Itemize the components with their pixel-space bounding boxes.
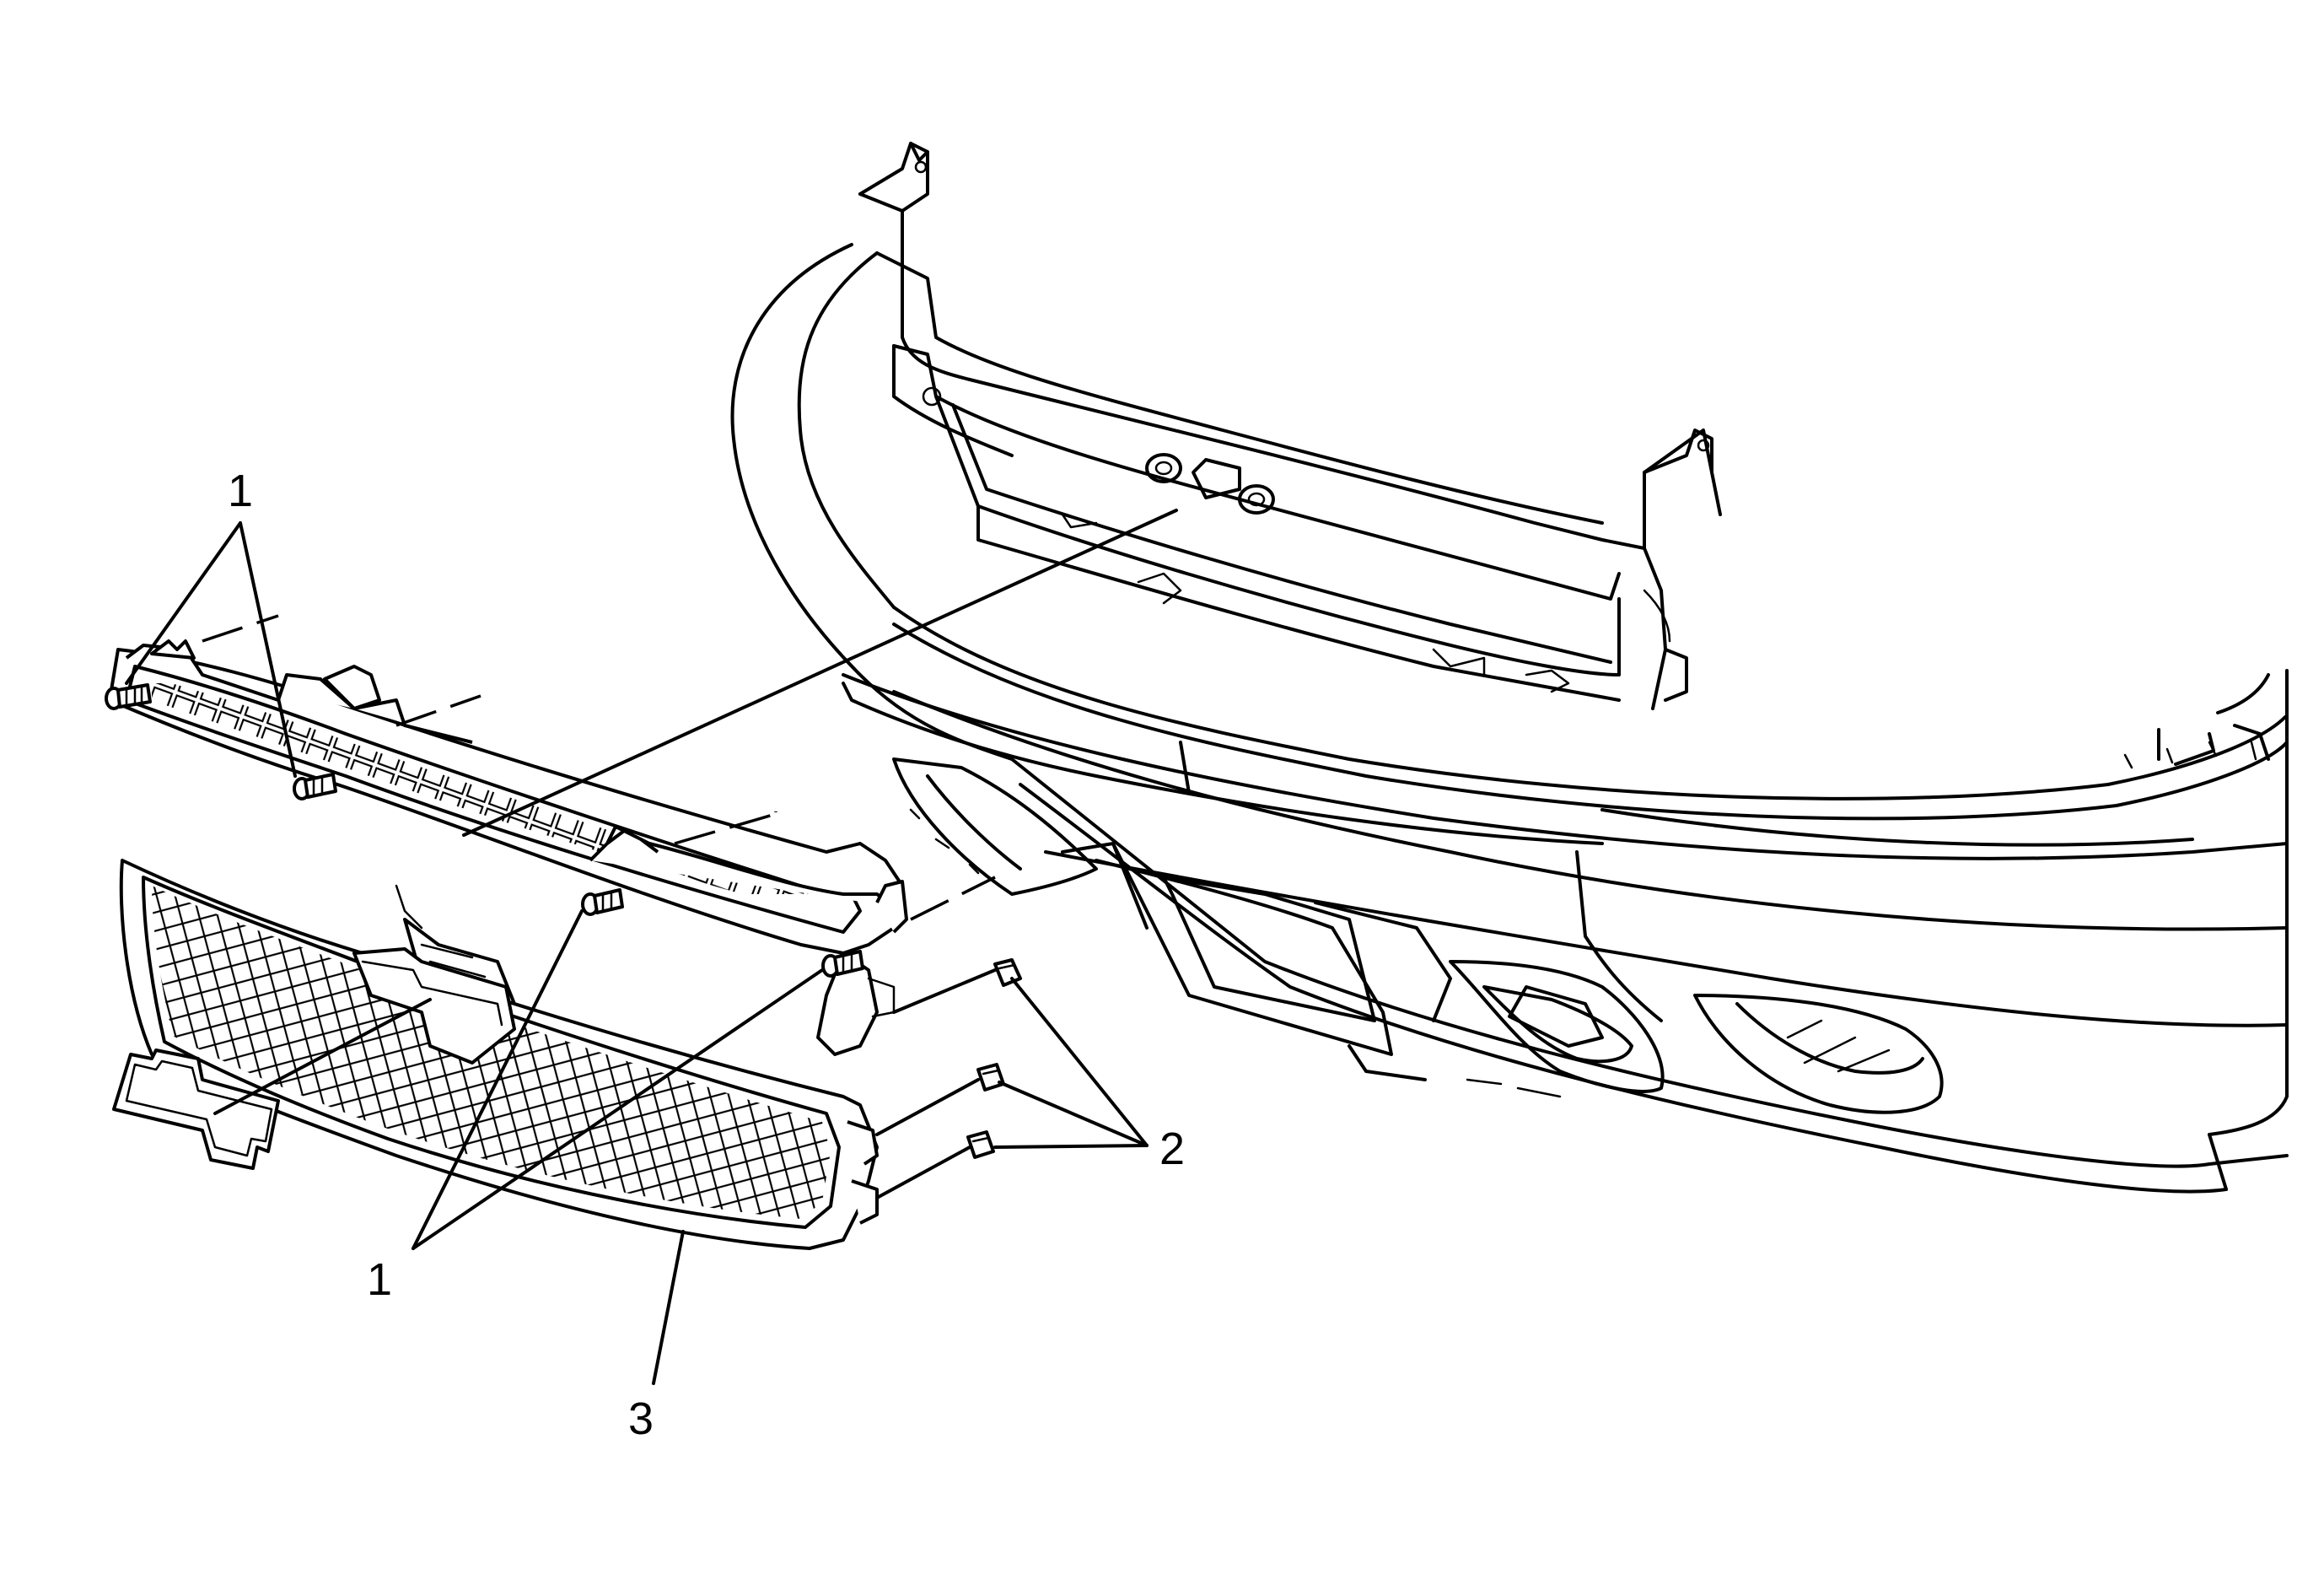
clip-nut bbox=[966, 1130, 995, 1159]
clip-nut bbox=[976, 1063, 1005, 1092]
front-bumper-fascia bbox=[730, 142, 2289, 1194]
fastener-screw bbox=[821, 950, 864, 978]
callout-label-fastener-bottom: 1 bbox=[367, 1254, 393, 1305]
alignment-lines bbox=[202, 614, 996, 921]
clip-nuts bbox=[966, 958, 1022, 1159]
clip-nut bbox=[993, 958, 1022, 987]
leader-lines bbox=[125, 509, 1178, 1385]
callout-label-grille: 3 bbox=[628, 1393, 654, 1444]
bowtie-emblem bbox=[112, 1048, 280, 1170]
fastener-screw bbox=[581, 888, 624, 916]
fastener-screw bbox=[105, 683, 152, 710]
callout-label-nut: 2 bbox=[1159, 1124, 1186, 1174]
fastener-screw bbox=[293, 773, 337, 800]
callout-label-fastener-top: 1 bbox=[228, 466, 254, 516]
fasteners bbox=[105, 683, 864, 978]
